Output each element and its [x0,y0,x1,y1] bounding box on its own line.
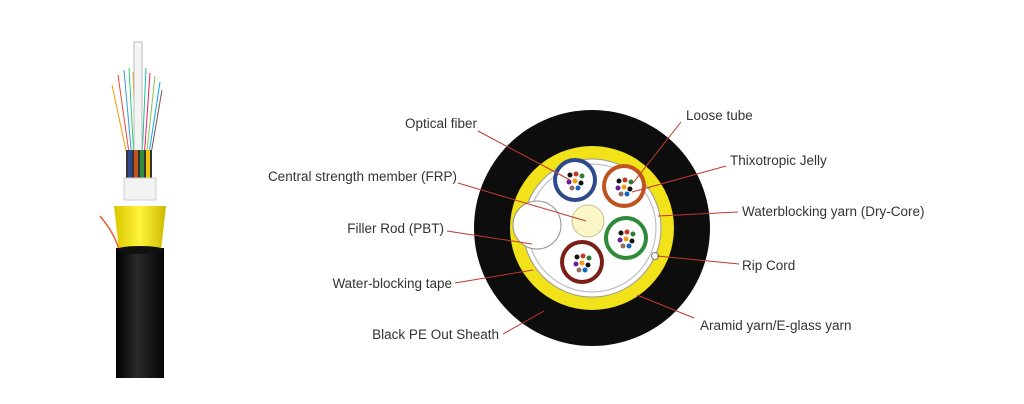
loose-tube-blue [553,158,597,202]
jacket-top-edge [116,246,164,254]
leader-waterblocking-yarn [657,211,739,217]
loose-tube-brown [560,240,604,284]
label-loose-tube: Loose tube [686,108,753,123]
cable-side-view [99,41,166,378]
label-filler-rod: Filler Rod (PBT) [347,221,444,236]
label-water-blocking-tape: Water-blocking tape [332,276,452,291]
leader-black-pe-sheath [502,310,545,335]
leader-frp [457,182,587,222]
jacket-layer [116,248,164,378]
leader-lines [446,121,740,335]
tube-bundle [126,150,152,180]
leader-filler-rod [446,230,533,245]
label-waterblocking-yarn: Waterblocking yarn (Dry-Core) [742,204,925,219]
label-thixotropic-jelly: Thixotropic Jelly [730,153,827,168]
labels: Optical fiber Central strength member (F… [268,108,925,342]
leader-aramid-yarn [636,294,695,319]
tape-layer [123,177,157,201]
leader-loose-tube [632,121,682,184]
leader-optical-fiber [477,130,571,181]
label-black-pe-out-sheath: Black PE Out Sheath [372,327,499,342]
leader-water-blocking-tape [454,269,534,284]
leader-thixotropic-jelly [631,165,727,193]
label-optical-fiber: Optical fiber [405,116,478,131]
aramid-layer [114,206,166,260]
frp-center [571,204,605,238]
leader-rip-cord [656,255,740,265]
loose-tube-orange [602,164,646,208]
label-aramid-yarn: Aramid yarn/E-glass yarn [700,318,852,333]
frp-rod [133,41,143,163]
cross-section [474,110,710,346]
label-central-strength-member: Central strength member (FRP) [268,169,457,184]
loose-tube-green [604,216,648,260]
label-rip-cord: Rip Cord [742,258,795,273]
filler-rod-element [512,200,562,250]
